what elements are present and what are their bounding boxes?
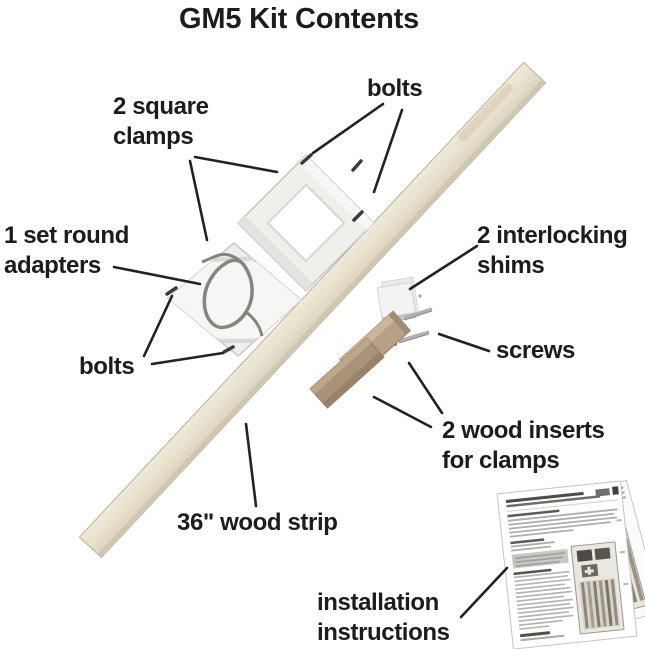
leader-bolts-left-a <box>142 294 174 358</box>
label-interlocking-shims: 2 interlocking shims <box>477 222 628 280</box>
bolt-pin <box>222 345 235 354</box>
bolt-pin <box>165 286 178 296</box>
leader-lines <box>112 102 509 619</box>
label-square-clamps: 2 square clamps <box>113 93 209 151</box>
adapter-round-profile <box>202 258 254 330</box>
leader-bolts-left-b <box>150 351 225 366</box>
bolt-pin <box>352 210 364 222</box>
label-screws: screws <box>496 337 575 364</box>
leader-square-clamps-a <box>193 155 279 174</box>
bolt-pin <box>351 159 363 172</box>
leader-inserts-b <box>372 395 433 429</box>
leader-installation <box>459 566 509 619</box>
page-title: GM5 Kit Contents <box>179 3 420 35</box>
leader-square-clamps-b <box>188 159 209 242</box>
label-installation: installation instructions <box>317 589 450 647</box>
label-wood-inserts: 2 wood inserts for clamps <box>442 417 605 475</box>
leader-screws <box>437 332 491 353</box>
leader-bolts-top-b <box>372 108 404 194</box>
square-clamp <box>237 154 375 292</box>
leader-inserts-a <box>407 361 444 415</box>
wood-insert <box>309 337 385 409</box>
leader-bolts-top-a <box>311 102 385 155</box>
leader-shims <box>408 244 479 291</box>
wood-inserts <box>309 310 412 409</box>
bolt-pins <box>165 153 364 354</box>
label-wood-strip: 36" wood strip <box>177 509 338 536</box>
instruction-sheet-front <box>496 480 638 649</box>
label-bolts-left: bolts <box>79 353 135 380</box>
leader-wood-strip <box>244 422 258 508</box>
bolt-pin <box>300 153 313 165</box>
label-round-adapters: 1 set round adapters <box>4 222 129 280</box>
interlocking-shims <box>376 276 419 324</box>
wood-strip <box>78 61 547 559</box>
label-bolts-top: bolts <box>367 75 423 102</box>
leader-round-adapters <box>112 265 202 286</box>
